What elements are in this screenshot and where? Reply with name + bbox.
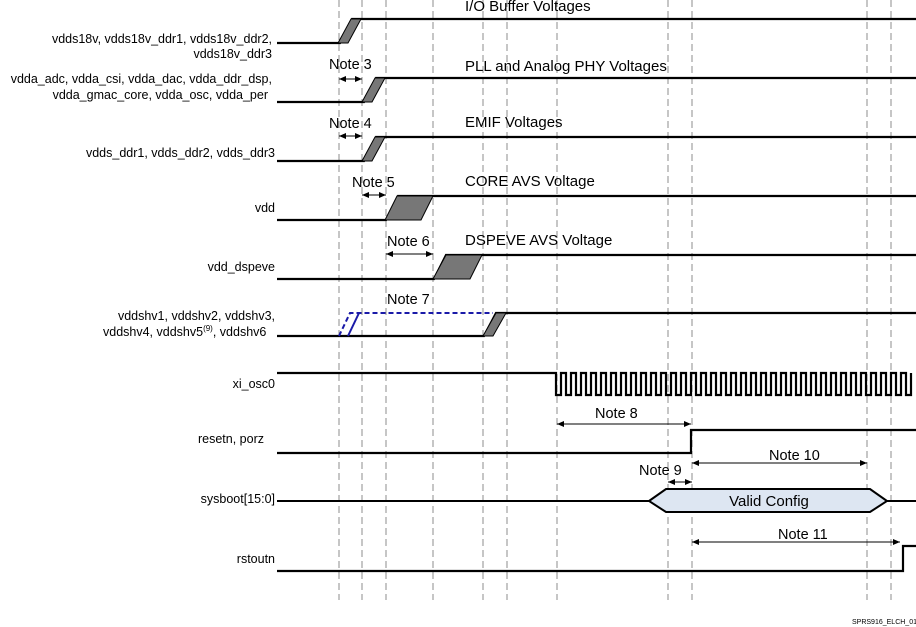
voltage-labels: I/O Buffer Voltages PLL and Analog PHY V… [465,0,667,249]
waveform-vdds-ddr [277,135,916,163]
figure-id: SPRS916_ELCH_01 [852,619,916,626]
ramp-shape [361,77,386,103]
voltage-label-core: CORE AVS Voltage [465,173,595,190]
dashed-alt-ramp [338,312,493,337]
label-sysboot: sysboot[15:0] [201,492,275,506]
waveform-vdda [277,76,916,104]
ramp-shape [337,18,362,44]
waveform-vdds18v [277,17,916,45]
note8-label: Note 8 [595,406,638,422]
signal-labels: vdds18v, vdds18v_ddr1, vdds18v_ddr2, vdd… [11,32,275,566]
label-resetn-porz: resetn, porz [198,432,264,446]
waveform-vdd-dspeve [277,253,916,281]
waveform-resetn [277,428,916,455]
ramp-shape [432,254,483,280]
note7-label: Note 7 [387,292,430,308]
waveform-vddshv [277,311,916,338]
waveform-vdd [277,194,916,222]
label-vddshv-line2: vddshv4, vddshv5(9), vddshv6 [103,324,266,339]
note-labels: Note 3 Note 4 Note 5 Note 6 Note 7 Note … [329,57,828,543]
label-vdda-line1: vdda_adc, vdda_csi, vdda_dac, vdda_ddr_d… [11,72,272,86]
label-vdd: vdd [255,201,275,215]
waveform-line [277,253,916,281]
label-vdda-line2: vdda_gmac_core, vdda_osc, vdda_per [53,88,268,102]
ramp-shape [482,312,507,337]
label-vdds-ddr: vdds_ddr1, vdds_ddr2, vdds_ddr3 [86,146,275,160]
ramp-shape [384,195,434,221]
note9-label: Note 9 [639,463,682,479]
note11-label: Note 11 [778,527,828,543]
waveform-line [277,544,916,573]
note5-label: Note 5 [352,175,395,191]
valid-config-label: Valid Config [729,493,809,510]
dashed-alt-ramp-edge [347,312,360,337]
note-arrows [339,76,900,545]
label-vddshv-line1: vddshv1, vddshv2, vddshv3, [118,309,275,323]
note3-label: Note 3 [329,57,372,73]
voltage-label-pll: PLL and Analog PHY Voltages [465,58,667,75]
label-xi-osc0: xi_osc0 [233,377,275,391]
voltage-label-dspeve: DSPEVE AVS Voltage [465,232,612,249]
waveform-line [277,311,916,338]
label-vdds18v-line1: vdds18v, vdds18v_ddr1, vdds18v_ddr2, [52,32,272,46]
waveform-line [277,17,916,45]
label-rstoutn: rstoutn [237,552,275,566]
waveform-line [277,428,916,455]
label-vdd-dspeve: vdd_dspeve [208,260,275,274]
waveform-line [277,194,916,222]
ramp-shape [361,136,386,162]
waveform-xi-osc0 [277,371,913,397]
waveform-sysboot: Valid Config [277,488,916,513]
note10-label: Note 10 [769,448,820,464]
waveform-rstoutn [277,544,916,573]
clock-waveform [277,371,913,397]
label-vdds18v-line2: vdds18v_ddr3 [193,47,272,61]
note6-label: Note 6 [387,234,430,250]
note4-label: Note 4 [329,116,372,132]
voltage-label-emif: EMIF Voltages [465,114,563,131]
voltage-label-io: I/O Buffer Voltages [465,0,591,15]
